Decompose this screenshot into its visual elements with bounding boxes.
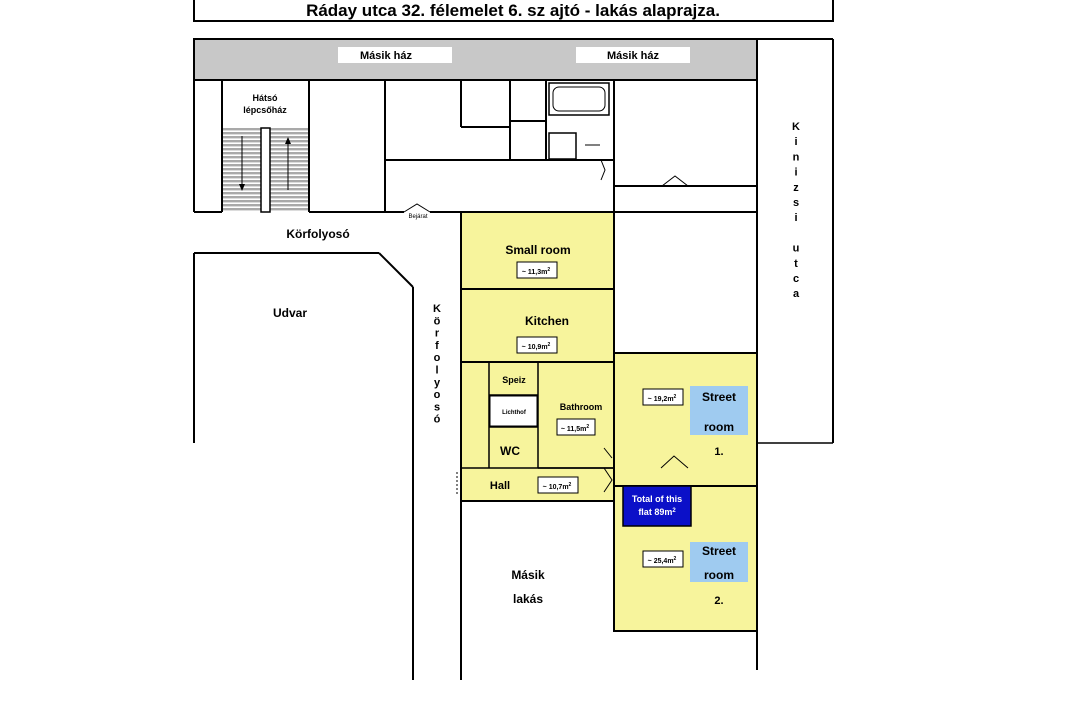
korfolyoso-vertical-letter: o — [434, 389, 441, 401]
total-line1: Total of this — [632, 494, 682, 504]
total-line2: flat 89m2 — [638, 507, 676, 517]
street-room-2-line1: Street — [702, 544, 736, 558]
street-room-2-line2: room — [704, 568, 734, 582]
total-box — [622, 485, 692, 527]
svg-text:~ 25,4m2: ~ 25,4m2 — [648, 556, 677, 565]
street-room-2-tag — [690, 542, 748, 582]
korfolyoso-vertical-label: Körfolyosó — [433, 303, 441, 426]
stair-arrow-down-head — [239, 184, 245, 191]
small-room-area: ~ 11,3m2 — [516, 261, 558, 279]
kinizsi-utca-letter: K — [792, 121, 800, 133]
korfolyoso-vertical-letter: s — [434, 401, 440, 413]
korfolyoso-horizontal-label: Körfolyosó — [286, 227, 349, 241]
hall-label: Hall — [490, 480, 510, 492]
masik-haz-right-box — [576, 47, 690, 63]
page-title: Ráday utca 32. félemelet 6. sz ajtó - la… — [306, 1, 720, 20]
korfolyoso-vertical-letter: l — [435, 365, 438, 377]
street-room-2-number: 2. — [714, 595, 723, 607]
korfolyoso-vertical-letter: r — [435, 328, 440, 340]
kinizsi-utca-letter: c — [793, 273, 799, 285]
stair-arrow-up-head — [285, 137, 291, 144]
svg-text:~ 11,3m2: ~ 11,3m2 — [522, 267, 551, 276]
korfolyoso-vertical-letter: K — [433, 303, 441, 315]
corridor-walls — [193, 212, 462, 680]
lichthof-box — [489, 395, 538, 427]
kinizsi-utca-letter: a — [793, 288, 800, 300]
street-room-1-line2: room — [704, 420, 734, 434]
wc-label: WC — [500, 444, 520, 458]
kitchen-label: Kitchen — [525, 314, 569, 328]
speiz-label: Speiz — [502, 375, 526, 385]
street-room-1-area: ~ 19,2m2 — [642, 388, 684, 406]
bathtub-inner — [552, 86, 606, 112]
kinizsi-utca-letter: i — [794, 136, 797, 148]
small-room-label: Small room — [505, 243, 570, 257]
kinizsi-utca-letter: i — [794, 212, 797, 224]
masik-haz-left-label: Másik ház — [360, 50, 412, 62]
lichthof-label: Lichthof — [502, 410, 527, 416]
kitchen-area: ~ 10,9m2 — [516, 336, 558, 354]
kinizsi-utca-letter: i — [794, 167, 797, 179]
street-room-1-tag — [690, 386, 748, 435]
hatso-label-1: Hátsó — [252, 93, 278, 103]
korfolyoso-vertical-letter: ö — [434, 315, 441, 327]
street-room-1-line1: Street — [702, 390, 736, 404]
bathroom-area: ~ 11,5m2 — [556, 418, 596, 436]
masik-lakas-line2: lakás — [513, 592, 543, 606]
udvar-label: Udvar — [273, 306, 307, 320]
title-box — [193, 0, 834, 22]
kinizsi-utca-letter: u — [793, 243, 800, 255]
kinizsi-utca-letter: n — [793, 151, 800, 163]
svg-text:~ 10,7m2: ~ 10,7m2 — [543, 482, 572, 491]
street-room-1-number: 1. — [714, 446, 723, 458]
kinizsi-utca-letter: z — [793, 182, 799, 194]
masik-haz-left-box — [338, 47, 452, 63]
svg-text:~ 19,2m2: ~ 19,2m2 — [648, 394, 677, 403]
door-marks-flat — [603, 447, 689, 493]
korfolyoso-vertical-letter: o — [434, 352, 441, 364]
upper-building-walls — [193, 80, 758, 670]
masik-haz-right-label: Másik ház — [607, 50, 659, 62]
korfolyoso-vertical-letter: y — [434, 377, 441, 389]
korfolyoso-vertical-letter: ó — [434, 414, 441, 426]
svg-text:~ 10,9m2: ~ 10,9m2 — [522, 342, 551, 351]
door-marks-upper — [403, 144, 689, 213]
bathroom-label: Bathroom — [560, 402, 603, 412]
hall-area: ~ 10,7m2 — [537, 476, 579, 494]
flat-interior-walls — [461, 362, 614, 469]
svg-text:~ 11,5m2: ~ 11,5m2 — [561, 424, 590, 433]
kinizsi-utca-letter: s — [793, 197, 799, 209]
street-room-2-area: ~ 25,4m2 — [642, 550, 684, 568]
masik-lakas-line1: Másik — [511, 568, 545, 582]
staircase-divider — [260, 127, 271, 213]
kinizsi-utca-letter: t — [794, 258, 798, 270]
toilet-fixture — [548, 132, 577, 160]
korfolyoso-vertical-letter: f — [435, 340, 439, 352]
hatso-label-2: lépcsőház — [243, 105, 287, 115]
bejarat-label: Bejárat — [408, 214, 427, 220]
